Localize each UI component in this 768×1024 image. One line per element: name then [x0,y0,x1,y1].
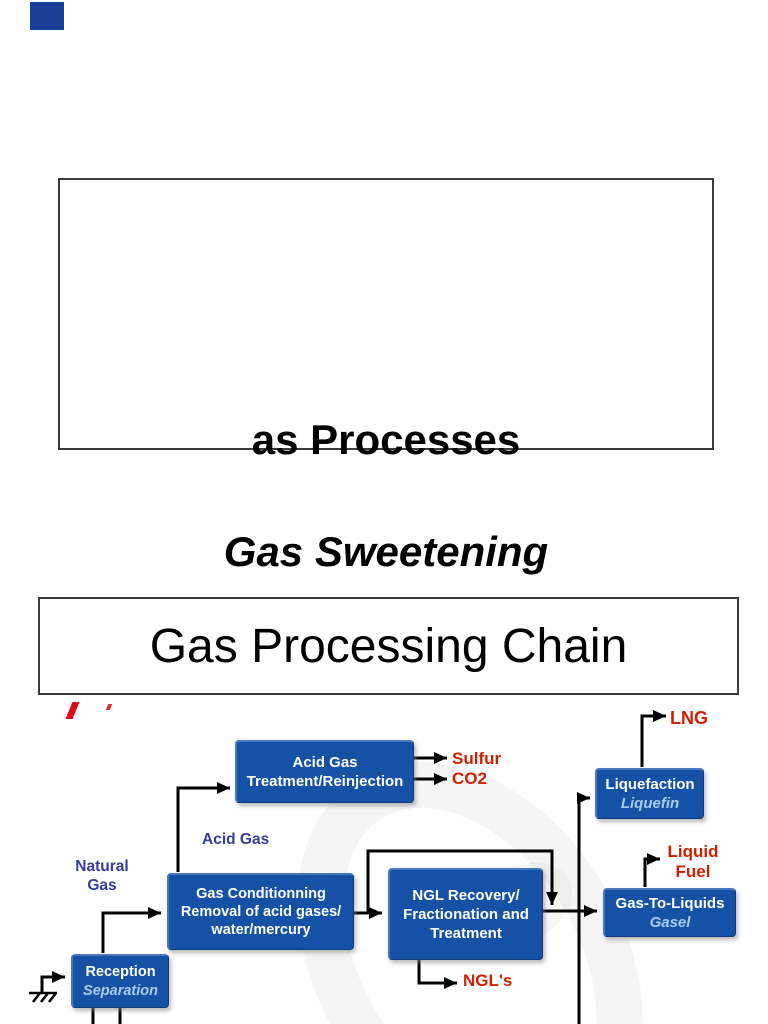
box-liquefaction-subtitle: Liquefin [620,795,680,812]
title-card: as Processes Gas Sweetening [58,178,714,575]
section-title: Gas Processing Chain [149,619,628,673]
box-gas-conditioning-line1: Gas Conditionning [196,886,326,902]
connector-gtl-to-liquid-fuel [643,853,660,887]
box-gas-conditioning-line2: Removal of acid gases/ [180,904,342,920]
label-acid-gas: Acid Gas [202,831,270,848]
connector-main-riser-to-liquefaction [577,792,590,1024]
label-ngls: NGL's [463,971,513,990]
connector-reception-to-gas-conditioning [101,907,161,953]
corner-template-square [30,2,64,30]
connector-well-to-reception [40,971,65,992]
box-reception-subtitle: Separation [83,982,158,999]
label-liquid-fuel-line2: Fuel [675,862,711,881]
page-title: as Processes [251,416,521,463]
label-natural-gas-line2: Gas [87,877,117,894]
box-acid-gas-treatment-line1: Acid Gas [292,754,358,771]
connector-ngl-bypass [366,849,558,913]
box-gas-conditioning: Gas Conditionning Removal of acid gases/… [167,873,354,950]
label-liquid-fuel-line1: Liquid [667,842,719,861]
label-sulfur: Sulfur [452,749,502,768]
page-subtitle: Gas Sweetening [223,528,549,575]
connector-ngl-output [417,956,457,989]
label-liquid-fuel: Liquid Fuel [662,842,724,882]
label-natural-gas-line1: Natural [75,858,129,875]
box-ngl-recovery-line3: Treatment [430,925,502,942]
ground-symbol [29,991,57,1003]
box-liquefaction: Liquefaction Liquefin [595,768,704,819]
box-gas-to-liquids-title: Gas-To-Liquids [615,895,725,912]
connector-liquefaction-to-lng [640,710,666,767]
box-acid-gas-treatment-line2: Treatment/Reinjection [246,773,404,790]
box-ngl-recovery-line2: Fractionation and [403,906,529,923]
box-gas-to-liquids-subtitle: Gasel [649,914,691,931]
box-ngl-recovery-line1: NGL Recovery/ [412,887,520,904]
box-gas-conditioning-line3: water/mercury [211,922,311,938]
box-acid-gas-treatment: Acid Gas Treatment/Reinjection [235,740,414,803]
box-ngl-recovery: NGL Recovery/ Fractionation and Treatmen… [388,868,543,960]
section-card: Gas Processing Chain [38,597,739,695]
label-natural-gas: Natural Gas [64,857,140,895]
box-liquefaction-title: Liquefaction [605,776,695,793]
box-gas-to-liquids: Gas-To-Liquids Gasel [603,888,736,937]
box-reception: Reception Separation [71,954,169,1008]
box-reception-title: Reception [85,963,156,980]
connector-gas-conditioning-to-acid-gas-treatment [176,782,230,872]
label-co2: CO2 [452,769,487,788]
label-lng: LNG [670,708,708,728]
